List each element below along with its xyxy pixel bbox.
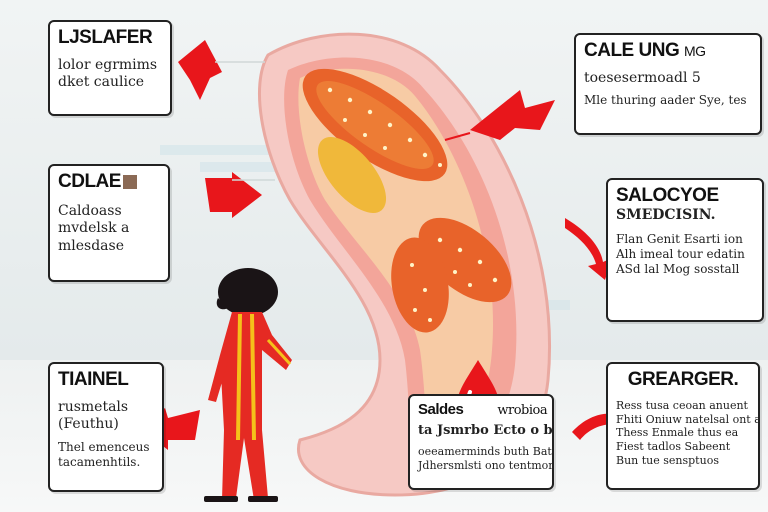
person-icon	[204, 268, 292, 502]
arrow-icon	[178, 40, 222, 100]
color-swatch	[122, 174, 137, 189]
callout-line: rusmetals	[58, 398, 129, 415]
food-chunk	[391, 237, 449, 333]
stomach-illustration	[257, 32, 551, 497]
callout-line: oeeamerminds buth Bati	[418, 444, 554, 458]
callout-line: Caldoass	[58, 202, 122, 219]
callout-line: tacamenhtils.	[58, 454, 141, 469]
callout-line: toesesermoadl 5	[584, 69, 701, 86]
callout-line: Thess Enmale thus ea	[616, 426, 739, 440]
callout-line: mlesdase	[58, 237, 125, 254]
food-chunk	[302, 68, 448, 182]
callout-line: lolor egrmims	[58, 56, 158, 73]
arrow-icon	[470, 90, 555, 140]
callout-title: CDLAE	[58, 171, 160, 193]
callout-line: Mle thuring aader Sye, tes	[584, 93, 747, 108]
callout-line: dket caulice	[58, 74, 145, 91]
callout-line: ASd lal Mog sosstall	[616, 262, 740, 277]
callout-line: Fiest tadlos Sabeent	[616, 440, 731, 454]
callout-line: Thel emenceus	[58, 439, 150, 454]
food-speckles	[327, 87, 498, 322]
callout-title: GREARGER.	[627, 369, 739, 390]
decor-stripe	[200, 162, 310, 172]
callout-mid-right: SALOCYOE SMEDCISIN. Flan Genit Esarti io…	[606, 178, 764, 322]
callout-line: Flan Genit Esarti ion	[616, 232, 743, 247]
callout-line: Bun tue sensptuos	[616, 453, 719, 467]
callout-bottom-right: GREARGER. Ress tusa ceoan anuent Fhiti O…	[606, 362, 760, 490]
food-chunk	[317, 137, 387, 213]
callout-line: Jdhersmlsti ono tentmoroi	[418, 458, 554, 472]
leader-line	[444, 132, 471, 141]
callout-line: mvdelsk a	[58, 220, 130, 237]
callout-line: SMEDCISIN.	[616, 206, 716, 223]
callout-top-left: LJSLAFER lolor egrmims dket caulice	[48, 20, 172, 116]
callout-mid-left: CDLAE Caldoass mvdelsk a mlesdase	[48, 164, 170, 282]
callout-line: ta Jsmrbo Ecto o blocio	[418, 422, 553, 438]
callout-line: Fhiti Oniuw natelsal ont a	[616, 412, 760, 426]
callout-title: LJSLAFER	[58, 27, 153, 48]
callout-line: Ress tusa ceoan anuent	[616, 398, 748, 412]
callout-bottom-left: TIAINEL rusmetals (Feuthu) Thel emenceus…	[48, 362, 164, 492]
callout-line: Alh imeal tour edatin	[616, 247, 745, 262]
callout-title: SALOCYOE	[616, 185, 719, 206]
arrow-icon	[565, 218, 612, 280]
callout-title: CALE UNG MG	[584, 40, 706, 61]
callout-line: (Feuthu)	[58, 416, 119, 433]
arrow-icon	[205, 172, 262, 218]
callout-top-right: CALE UNG MG toesesermoadl 5 Mle thuring …	[574, 33, 762, 135]
decor-stripe	[160, 145, 310, 155]
callout-title: TIAINEL	[58, 369, 129, 390]
